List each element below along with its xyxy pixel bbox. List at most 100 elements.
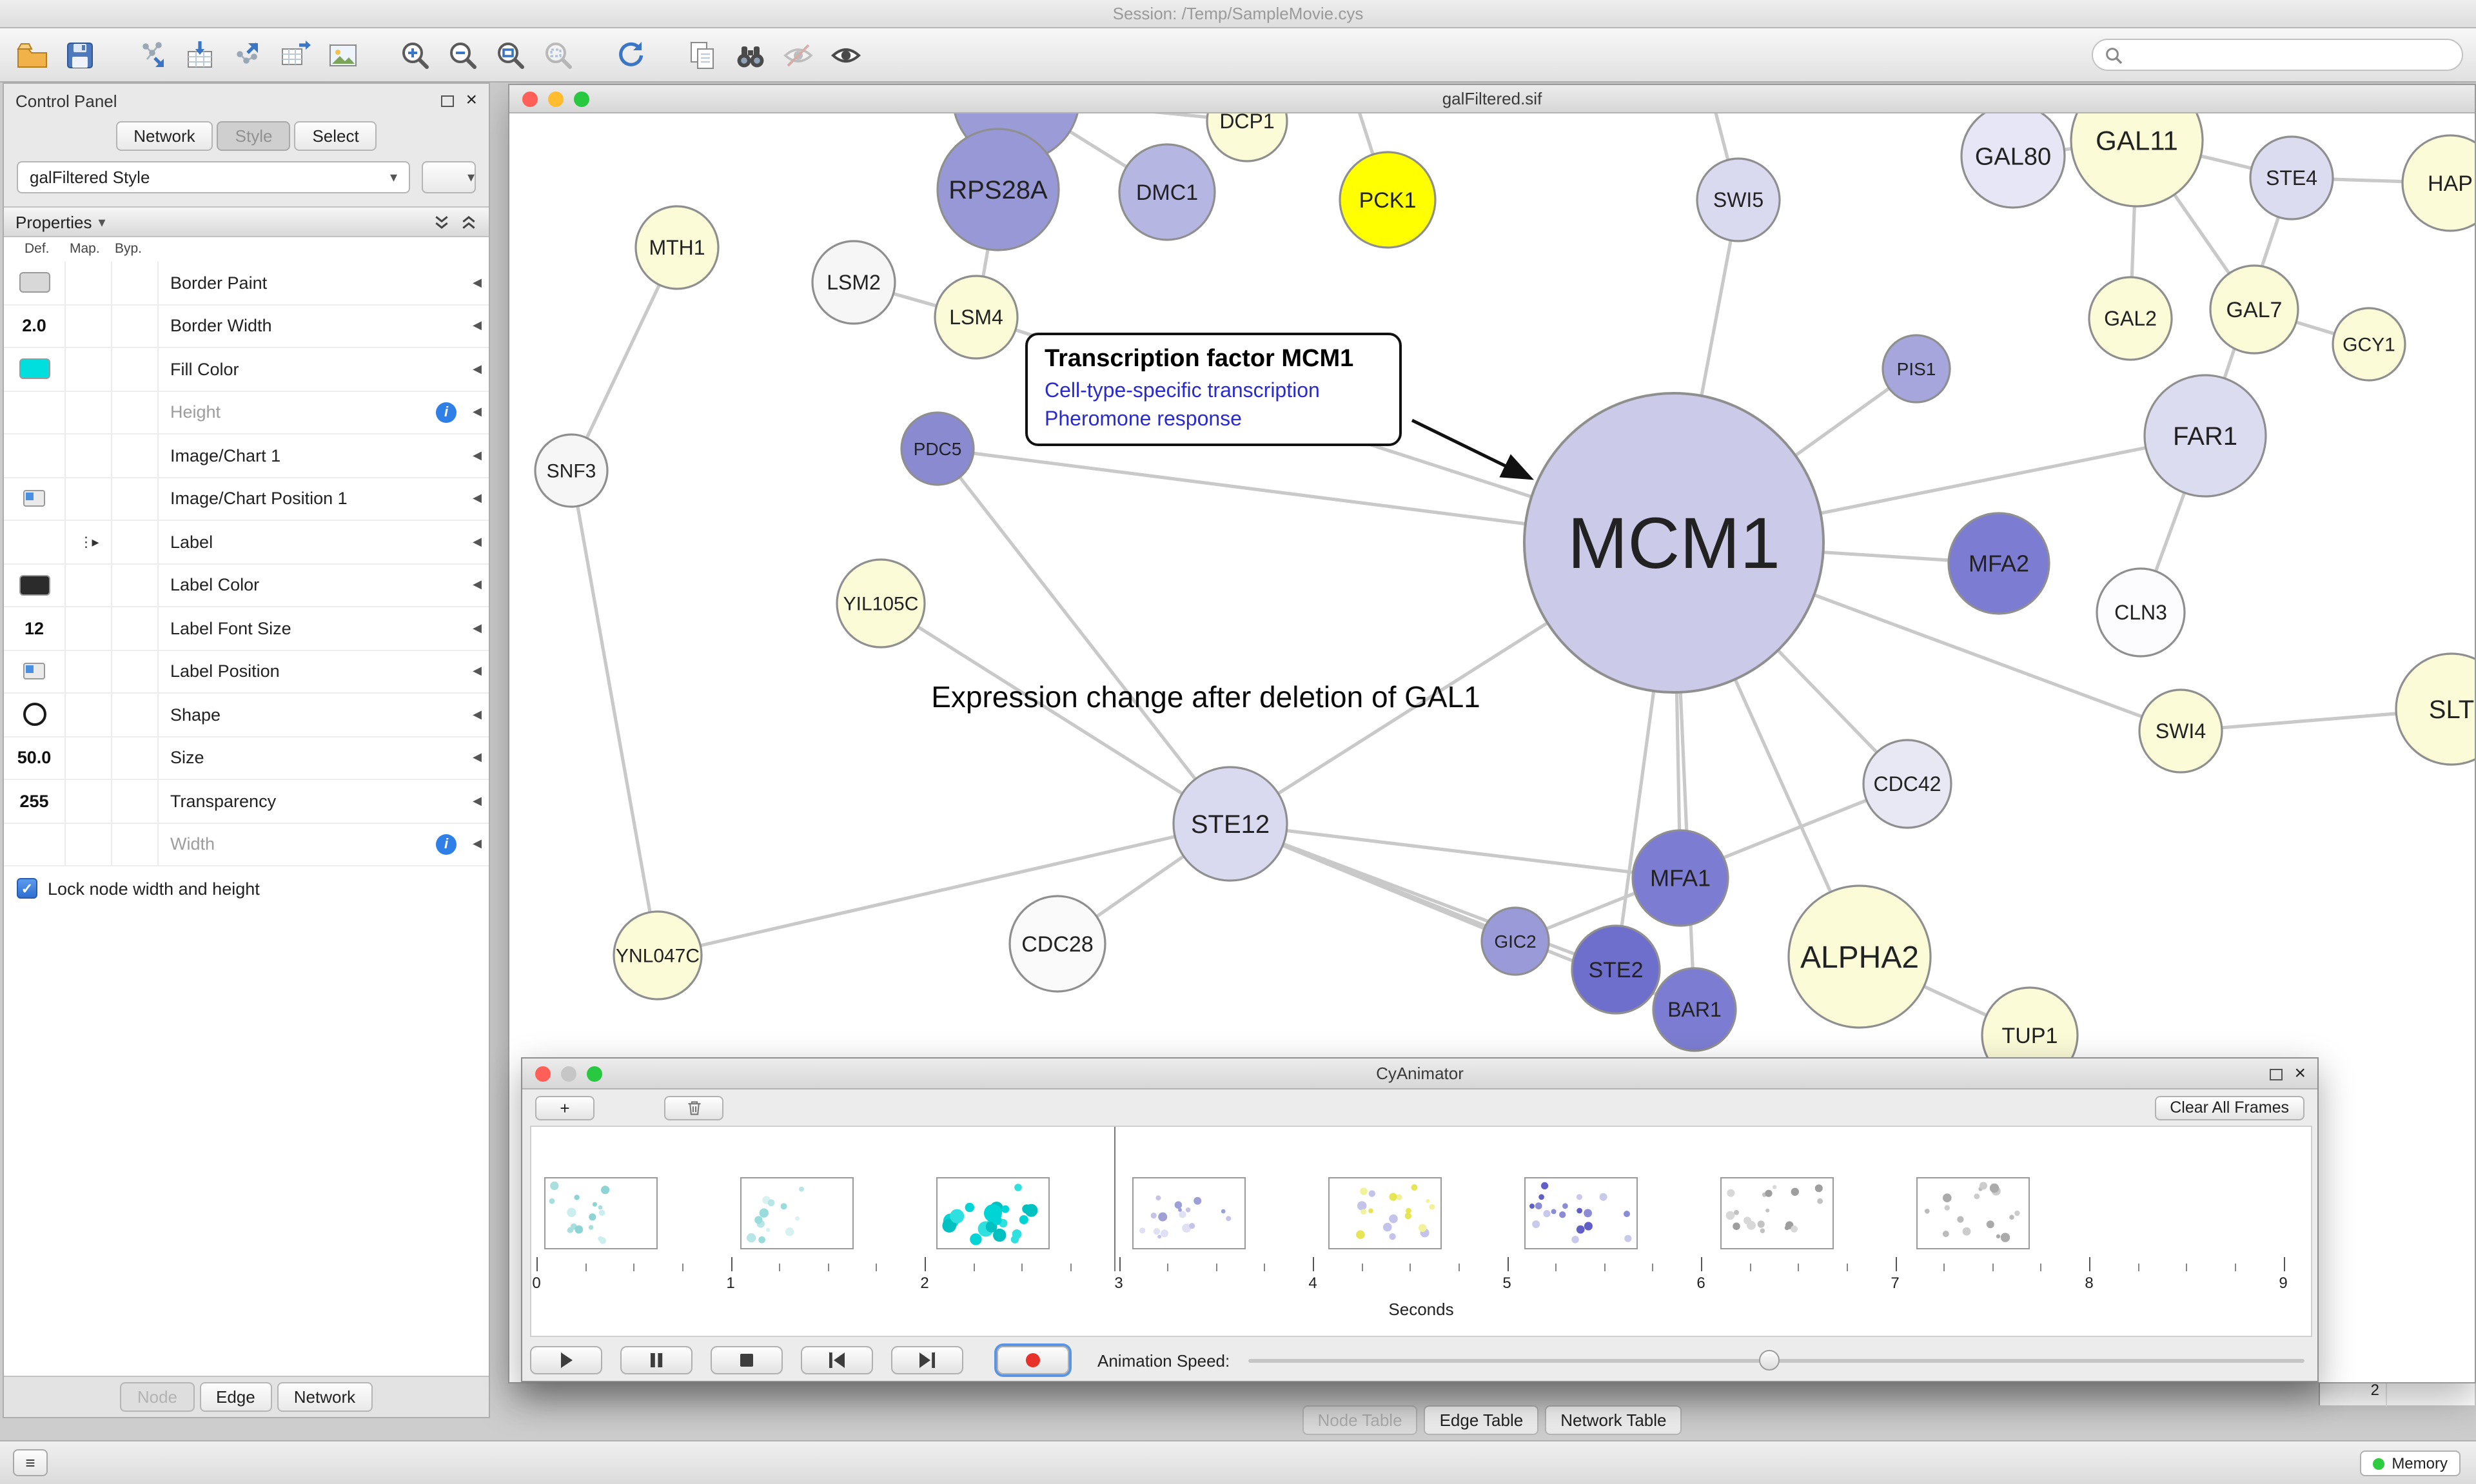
network-node[interactable]: HAP bbox=[2401, 134, 2475, 232]
network-node[interactable]: MTH1 bbox=[634, 205, 720, 290]
export-network-icon[interactable] bbox=[228, 35, 267, 74]
add-frame-button[interactable]: + bbox=[535, 1095, 594, 1120]
network-edge[interactable] bbox=[1230, 822, 1681, 880]
network-node[interactable]: MFA2 bbox=[1947, 512, 2050, 615]
tab-network[interactable]: Network bbox=[277, 1382, 373, 1412]
record-button[interactable] bbox=[997, 1346, 1069, 1374]
network-edge[interactable] bbox=[936, 447, 1232, 825]
property-row[interactable]: Shape◀ bbox=[4, 694, 489, 737]
mapping-cell[interactable]: ⋮▸ bbox=[66, 521, 112, 563]
frame-thumbnail[interactable] bbox=[1328, 1177, 1442, 1249]
bypass-cell[interactable] bbox=[112, 737, 159, 779]
bypass-cell[interactable] bbox=[112, 262, 159, 304]
play-button[interactable] bbox=[530, 1346, 602, 1374]
tab-style[interactable]: Style bbox=[217, 121, 291, 151]
annotation-link[interactable]: Cell-type-specific transcription bbox=[1045, 380, 1320, 402]
mapping-cell[interactable] bbox=[66, 650, 112, 692]
close-panel-icon[interactable]: × bbox=[466, 89, 477, 111]
delete-frame-button[interactable] bbox=[664, 1095, 723, 1120]
property-row[interactable]: Image/Chart Position 1◀ bbox=[4, 478, 489, 521]
default-value-cell[interactable] bbox=[4, 478, 66, 520]
mapping-cell[interactable] bbox=[66, 823, 112, 865]
mapping-cell[interactable] bbox=[66, 694, 112, 736]
network-node[interactable]: MFA1 bbox=[1631, 829, 1729, 927]
search-input[interactable] bbox=[2130, 45, 2450, 64]
tab-network[interactable]: Network bbox=[115, 121, 213, 151]
property-row[interactable]: Fill Color◀ bbox=[4, 348, 489, 391]
cyanimator-titlebar[interactable]: CyAnimator × bbox=[522, 1059, 2317, 1089]
network-node[interactable]: ALPHA2 bbox=[1787, 884, 1932, 1029]
network-node[interactable]: SLT bbox=[2395, 652, 2475, 766]
annotation-box[interactable]: Transcription factor MCM1 Cell-type-spec… bbox=[1025, 333, 1402, 447]
default-value-cell[interactable] bbox=[4, 391, 66, 433]
network-node[interactable]: YNL047C bbox=[613, 910, 703, 1001]
bypass-cell[interactable] bbox=[112, 348, 159, 390]
expand-row-icon[interactable]: ◀ bbox=[473, 491, 482, 505]
tab-edge-table[interactable]: Edge Table bbox=[1424, 1405, 1539, 1435]
network-node[interactable]: STE12 bbox=[1172, 766, 1288, 882]
expand-row-icon[interactable]: ◀ bbox=[473, 621, 482, 634]
table-row[interactable]: 2 bbox=[2320, 1381, 2475, 1407]
default-value-cell[interactable]: 255 bbox=[4, 780, 66, 822]
tab-network-table[interactable]: Network Table bbox=[1545, 1405, 1682, 1435]
bypass-cell[interactable] bbox=[112, 780, 159, 822]
network-window-titlebar[interactable]: galFiltered.sif bbox=[509, 85, 2475, 113]
tab-select[interactable]: Select bbox=[294, 121, 377, 151]
dock-panel-button[interactable]: ≡ bbox=[13, 1449, 48, 1476]
color-swatch[interactable] bbox=[19, 574, 50, 596]
network-node[interactable]: SWI5 bbox=[1696, 157, 1781, 242]
memory-button[interactable]: Memory bbox=[2359, 1450, 2461, 1476]
zoom-in-icon[interactable] bbox=[396, 35, 435, 74]
hide-selected-icon[interactable] bbox=[779, 35, 818, 74]
default-value-cell[interactable]: 50.0 bbox=[4, 737, 66, 779]
network-node[interactable]: GAL11 bbox=[2070, 113, 2204, 208]
property-row[interactable]: Image/Chart 1◀ bbox=[4, 434, 489, 478]
copy-icon[interactable] bbox=[683, 35, 722, 74]
expand-row-icon[interactable]: ◀ bbox=[473, 405, 482, 418]
expand-row-icon[interactable]: ◀ bbox=[473, 362, 482, 375]
minimize-window-icon[interactable] bbox=[548, 92, 564, 107]
network-node[interactable]: GAL2 bbox=[2088, 276, 2173, 361]
export-table-icon[interactable] bbox=[276, 35, 315, 74]
search-box[interactable] bbox=[2092, 39, 2463, 71]
expand-row-icon[interactable]: ◀ bbox=[473, 837, 482, 850]
bypass-cell[interactable] bbox=[112, 305, 159, 347]
pause-button[interactable] bbox=[620, 1346, 693, 1374]
bypass-cell[interactable] bbox=[112, 607, 159, 649]
style-options-button[interactable]: ▾ bbox=[422, 161, 476, 193]
network-node[interactable]: PDC5 bbox=[900, 411, 975, 486]
frame-thumbnail[interactable] bbox=[1916, 1177, 2030, 1249]
expand-all-icon[interactable] bbox=[460, 213, 477, 230]
network-edge[interactable] bbox=[657, 822, 1231, 957]
frame-thumbnail[interactable] bbox=[1132, 1177, 1246, 1249]
bypass-cell[interactable] bbox=[112, 823, 159, 865]
tab-edge[interactable]: Edge bbox=[199, 1382, 272, 1412]
collapse-all-icon[interactable] bbox=[433, 213, 450, 230]
network-edge[interactable] bbox=[569, 470, 660, 956]
info-icon[interactable]: i bbox=[436, 834, 457, 855]
timeline-playhead[interactable] bbox=[1114, 1127, 1115, 1271]
network-node[interactable]: CLN3 bbox=[2096, 567, 2186, 658]
frame-thumbnail[interactable] bbox=[936, 1177, 1050, 1249]
property-row[interactable]: Label Position◀ bbox=[4, 650, 489, 694]
expand-row-icon[interactable]: ◀ bbox=[473, 578, 482, 591]
network-node[interactable]: YIL105C bbox=[836, 558, 926, 649]
expand-row-icon[interactable]: ◀ bbox=[473, 318, 482, 332]
color-swatch[interactable] bbox=[19, 358, 50, 380]
property-row[interactable]: Border Paint◀ bbox=[4, 262, 489, 305]
bypass-cell[interactable] bbox=[112, 434, 159, 476]
expand-row-icon[interactable]: ◀ bbox=[473, 534, 482, 548]
default-value-cell[interactable]: 12 bbox=[4, 607, 66, 649]
mapping-cell[interactable] bbox=[66, 607, 112, 649]
mapping-cell[interactable] bbox=[66, 348, 112, 390]
mapping-cell[interactable] bbox=[66, 262, 112, 304]
close-window-icon[interactable] bbox=[522, 92, 538, 107]
network-node[interactable]: GIC2 bbox=[1480, 906, 1550, 976]
show-all-icon[interactable] bbox=[827, 35, 865, 74]
lock-size-row[interactable]: ✓ Lock node width and height bbox=[4, 866, 489, 910]
network-node[interactable]: STE2 bbox=[1571, 924, 1661, 1015]
